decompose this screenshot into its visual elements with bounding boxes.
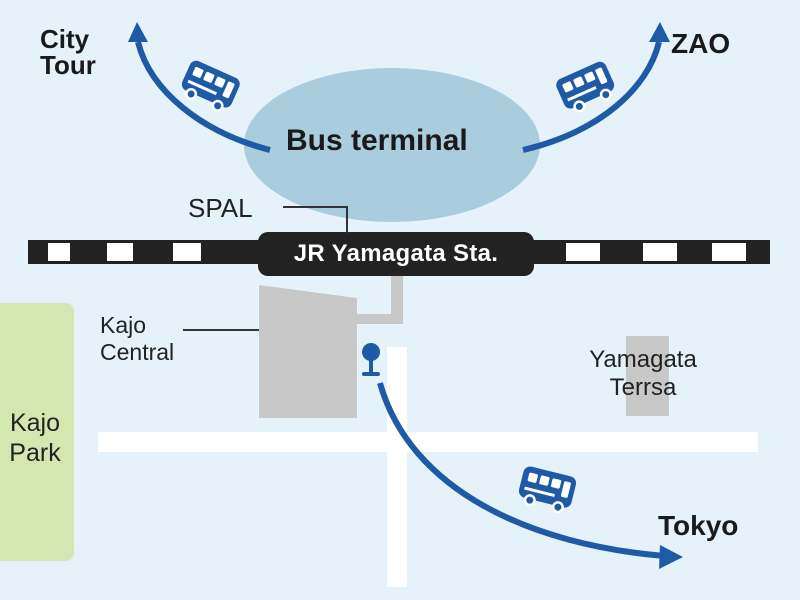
station-label: JR Yamagata Sta. — [293, 240, 499, 267]
kajo-park-area — [0, 303, 74, 561]
tokyo-label: Tokyo — [658, 510, 739, 541]
station-badge — [258, 232, 534, 276]
kajo-central-label: Kajo Central — [100, 312, 175, 365]
yamagata-terrsa-label: Yamagata Terrsa — [589, 346, 697, 401]
bus-stop-icon — [362, 343, 380, 376]
bus-icon — [515, 465, 578, 516]
kajo-central-building — [259, 285, 357, 418]
route-city-tour — [128, 22, 271, 153]
city-tour-label: City Tour — [40, 24, 96, 80]
road-vertical — [387, 347, 407, 587]
route-tokyo — [377, 382, 683, 569]
route-zao — [522, 22, 670, 153]
bus-terminal-area — [244, 68, 540, 222]
spal-label: SPAL — [188, 193, 253, 223]
bus-terminal-label: Bus terminal — [286, 124, 468, 157]
road-horizontal — [98, 432, 758, 452]
spal-leader-line — [283, 206, 348, 233]
kajo-park-label: Kajo Park — [9, 409, 61, 467]
zao-label: ZAO — [671, 28, 731, 59]
station-connector-walk — [357, 314, 403, 324]
yamagata-terrsa-building — [626, 336, 669, 416]
station-connector — [391, 272, 403, 324]
